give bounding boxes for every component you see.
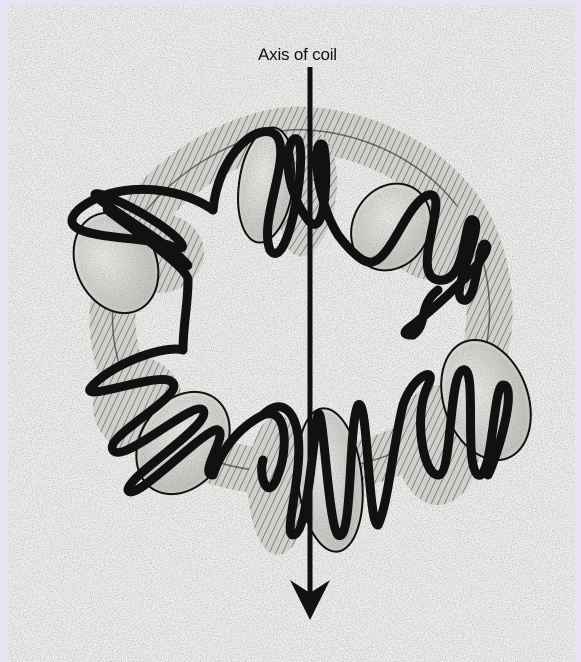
axis-label: Axis of coil bbox=[258, 45, 337, 65]
diagram-figure: Axis of coil bbox=[8, 5, 575, 662]
coil-diagram bbox=[8, 5, 575, 662]
